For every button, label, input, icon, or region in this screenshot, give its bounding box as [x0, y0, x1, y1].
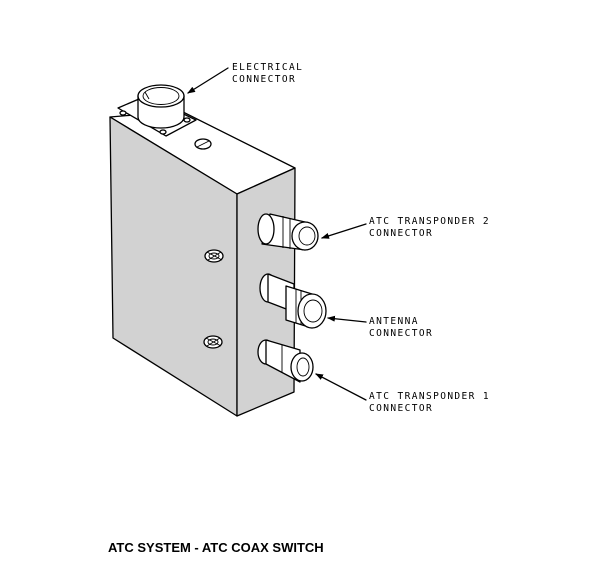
- leader-antenna: [327, 315, 367, 323]
- leader-transponder-1: [315, 373, 367, 401]
- transponder-2-label-2: CONNECTOR: [369, 228, 433, 239]
- antenna-label-2: CONNECTOR: [369, 328, 433, 339]
- side-screw-upper-icon: [204, 249, 224, 263]
- electrical-connector: [117, 84, 197, 137]
- atc-transponder-2-connector: [257, 213, 319, 251]
- transponder-1-label-2: CONNECTOR: [369, 403, 433, 414]
- leader-lines: [187, 67, 367, 401]
- leader-electrical: [187, 67, 229, 94]
- transponder-2-label-1: ATC TRANSPONDER 2: [369, 216, 490, 227]
- figure-caption: ATC SYSTEM - ATC COAX SWITCH: [108, 540, 324, 555]
- antenna-label-1: ANTENNA: [369, 316, 419, 327]
- atc-transponder-1-connector: [257, 339, 314, 383]
- switch-body: [109, 110, 296, 417]
- side-screw-lower-icon: [203, 335, 223, 349]
- electrical-connector-label-1: ELECTRICAL: [232, 62, 303, 73]
- electrical-connector-label-2: CONNECTOR: [232, 74, 296, 85]
- transponder-1-label-1: ATC TRANSPONDER 1: [369, 391, 490, 402]
- top-screw-icon: [194, 138, 212, 150]
- antenna-connector: [259, 273, 327, 329]
- leader-transponder-2: [321, 223, 367, 239]
